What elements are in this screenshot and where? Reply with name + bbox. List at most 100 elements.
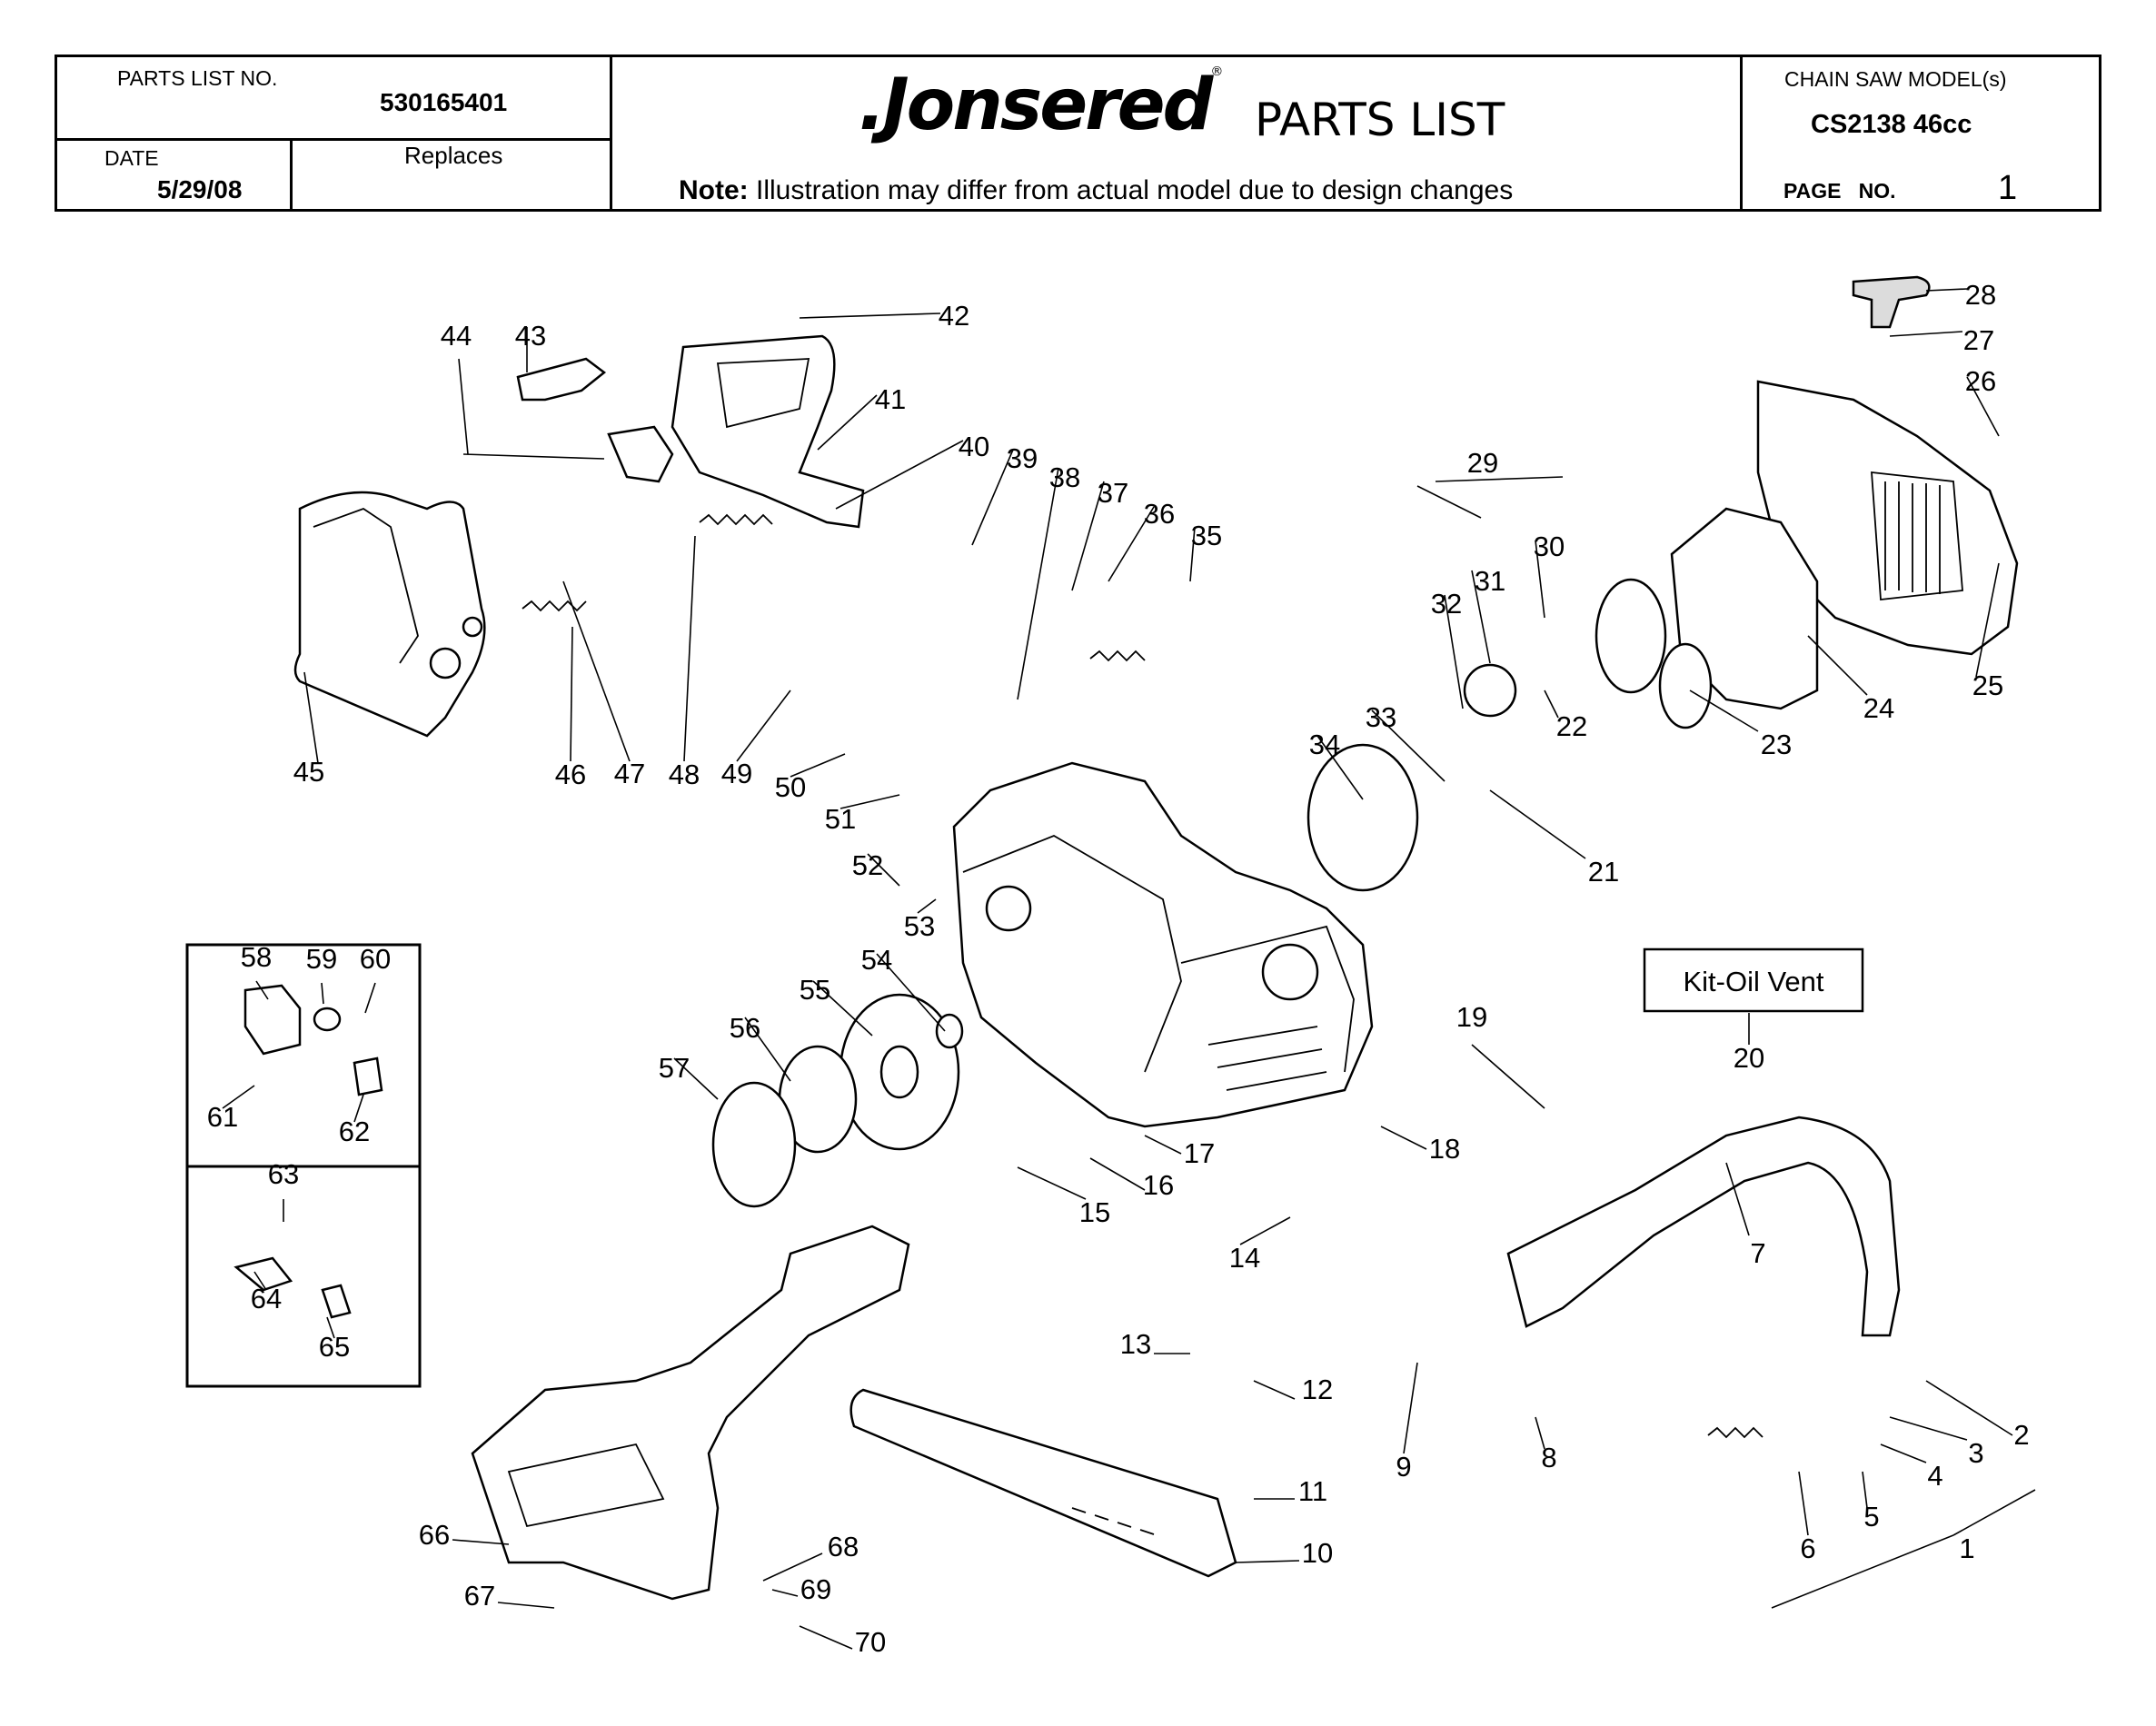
leader-line (1889, 1416, 1968, 1441)
callout-57: 57 (659, 1052, 690, 1084)
leader-line (364, 982, 376, 1014)
parts-list-no: 530165401 (380, 88, 508, 116)
note-label: Note: (679, 175, 749, 205)
leader-line (1889, 331, 1963, 337)
callout-26: 26 (1965, 365, 1996, 397)
leader-line (1880, 1443, 1927, 1463)
leader-lines (222, 288, 2036, 1650)
callout-43: 43 (515, 320, 546, 352)
leader-line (917, 898, 937, 914)
leader-line (799, 312, 941, 319)
callout-45: 45 (293, 756, 324, 788)
callout-21: 21 (1588, 856, 1619, 888)
leader-line (799, 1625, 853, 1650)
callout-42: 42 (939, 300, 969, 332)
callout-18: 18 (1429, 1133, 1460, 1165)
starter-pulley (1595, 578, 1667, 694)
title-block: PARTS LIST NO. 530165401 DATE 5/29/08 Re… (55, 55, 2101, 212)
leader-line (1807, 635, 1868, 696)
callout-20: 20 (1734, 1042, 1764, 1074)
bracket-44 (607, 425, 674, 483)
leader-line (835, 440, 964, 510)
callout-54: 54 (861, 944, 892, 976)
pawl-31 (1463, 663, 1517, 718)
callout-62: 62 (339, 1116, 370, 1147)
callout-5: 5 (1863, 1501, 1879, 1533)
leader-line (1071, 481, 1105, 591)
leader-line (971, 449, 1014, 546)
inset-box-63-65 (185, 1165, 422, 1388)
leader-line (1471, 570, 1491, 664)
callout-37: 37 (1098, 477, 1128, 509)
leader-line (817, 394, 878, 451)
page-label: PAGE NO. (1783, 179, 1896, 203)
leader-line (812, 980, 873, 1037)
callout-22: 22 (1556, 710, 1587, 742)
callout-52: 52 (852, 849, 883, 881)
replaces-label: Replaces (404, 142, 503, 169)
callout-2: 2 (2013, 1419, 2029, 1451)
page-number: 1 (1998, 169, 2018, 207)
callout-69: 69 (800, 1573, 831, 1605)
guide-bar (849, 1388, 1237, 1578)
leader-line (1403, 1362, 1418, 1454)
part-drawings (185, 275, 2019, 1601)
leader-line (790, 753, 846, 778)
callout-12: 12 (1302, 1374, 1333, 1405)
leader-line (1253, 1380, 1296, 1400)
callout-19: 19 (1456, 1001, 1487, 1033)
model-value: CS2138 46cc (1811, 110, 1972, 139)
callout-10: 10 (1302, 1537, 1333, 1569)
leader-line (1689, 689, 1759, 732)
flywheel (1307, 743, 1419, 892)
leader-line (744, 1017, 791, 1082)
callout-23: 23 (1761, 729, 1792, 760)
leader-line (1444, 594, 1464, 709)
trademark-mark: ® (1210, 64, 1223, 79)
date-label: DATE (104, 146, 159, 170)
inset-box-58-62 (185, 943, 422, 1168)
oil-pump (243, 984, 302, 1056)
callout-49: 49 (721, 758, 752, 789)
callout-51: 51 (825, 803, 856, 835)
leader-line (1017, 467, 1059, 700)
leader-line (562, 580, 631, 762)
leader-line (1380, 1126, 1427, 1150)
callout-68: 68 (828, 1531, 859, 1562)
leader-line (1089, 1157, 1146, 1191)
leader-line (840, 794, 900, 809)
saw-chain (1071, 1507, 1155, 1535)
clutch-57 (711, 1081, 797, 1208)
callout-32: 32 (1431, 588, 1462, 620)
leader-line (1544, 689, 1559, 719)
callout-35: 35 (1191, 520, 1222, 551)
brand-logo: .Jonsered® (859, 64, 1223, 146)
callout-25: 25 (1972, 670, 2003, 701)
front-hand-guard (293, 491, 486, 738)
callout-7: 7 (1750, 1237, 1765, 1269)
callout-38: 38 (1049, 461, 1080, 493)
bore (1261, 943, 1319, 1001)
part-62 (353, 1056, 383, 1096)
hole (429, 647, 462, 679)
callout-11: 11 (1298, 1475, 1327, 1507)
front-handle-bar (1506, 1116, 1901, 1337)
leader-line (1952, 1489, 2036, 1536)
callout-9: 9 (1396, 1451, 1411, 1483)
leader-line (1235, 1560, 1300, 1563)
leader-line (326, 1316, 335, 1339)
spring-30 (1089, 650, 1146, 662)
callout-6: 6 (1800, 1533, 1815, 1564)
note-text: Illustration may differ from actual mode… (748, 175, 1514, 205)
divider (1740, 57, 1743, 209)
spring-6 (1707, 1426, 1764, 1439)
kit-label-box (1643, 947, 1864, 1013)
document-title: PARTS LIST (1255, 94, 1505, 146)
leader-line (1239, 1216, 1291, 1245)
callout-27: 27 (1963, 324, 1994, 356)
leader-line (1725, 1162, 1750, 1236)
leader-line (1925, 1380, 2013, 1436)
callout-8: 8 (1541, 1442, 1556, 1473)
callout-66: 66 (419, 1519, 450, 1551)
